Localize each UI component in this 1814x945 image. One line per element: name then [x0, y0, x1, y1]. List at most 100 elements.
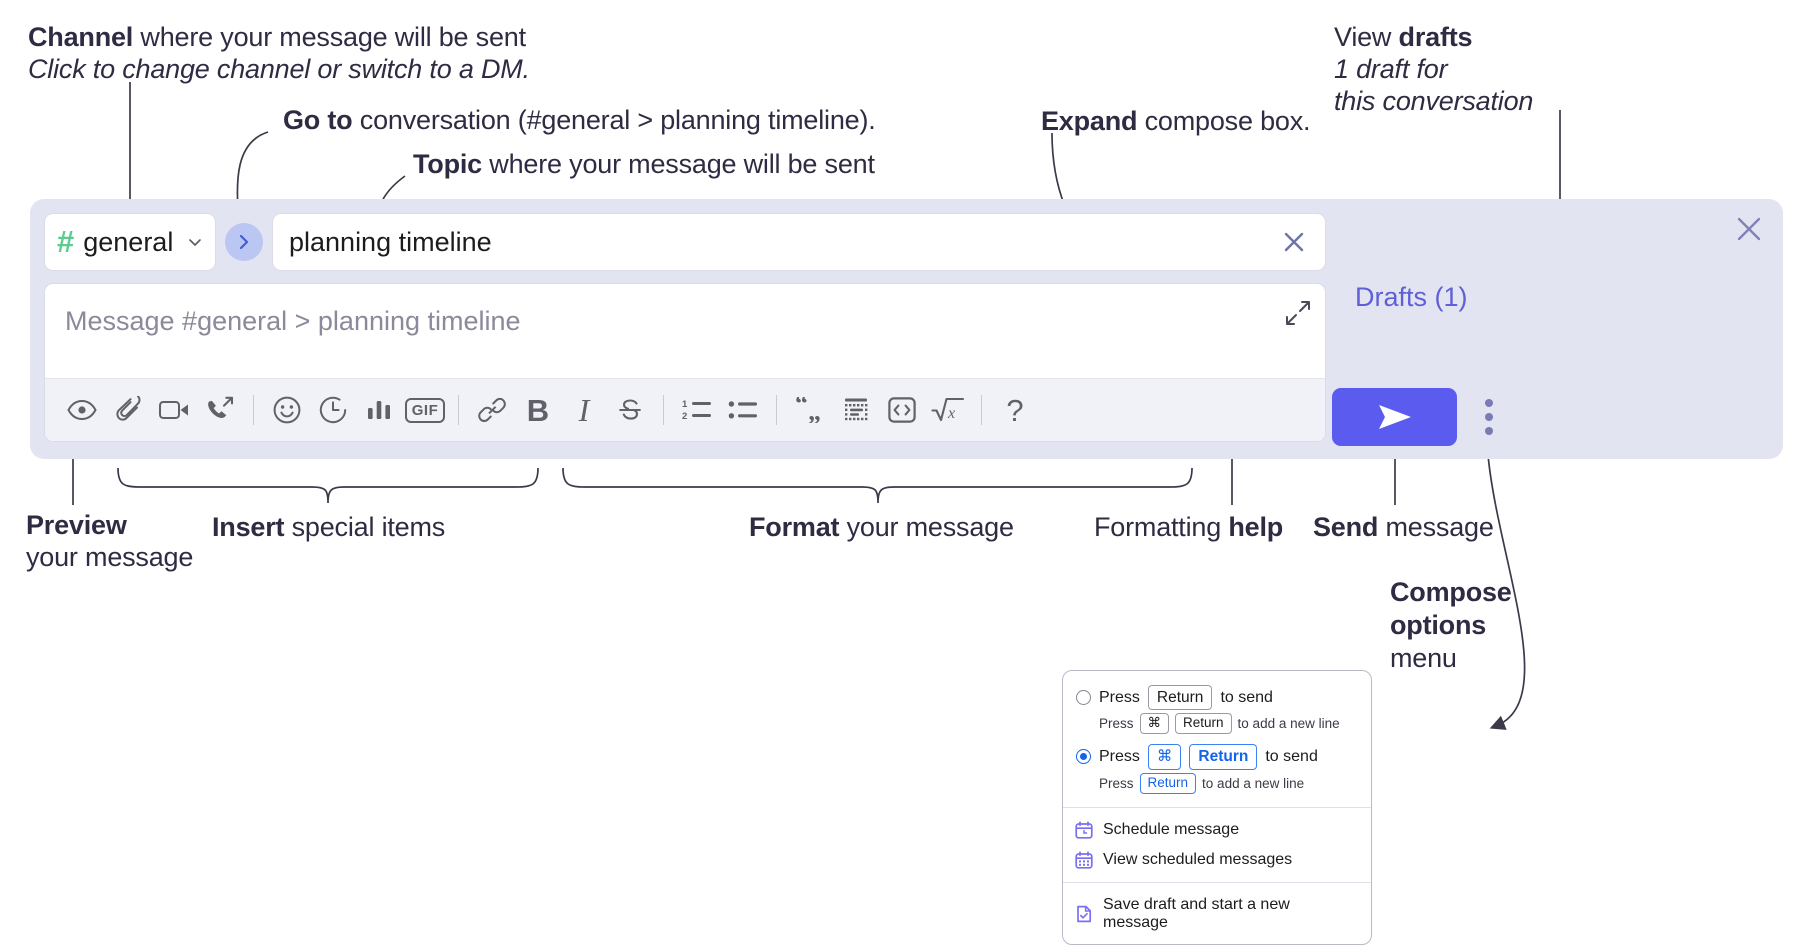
- message-placeholder: Message #general > planning timeline: [65, 306, 521, 336]
- calendar-grid-icon: [1075, 850, 1093, 869]
- code-block-button[interactable]: [879, 387, 925, 433]
- message-input-box[interactable]: Message #general > planning timeline: [44, 283, 1326, 442]
- divider-4: [776, 395, 777, 425]
- menu-item-label: Schedule message: [1103, 820, 1240, 838]
- annotation-send-bold: Send: [1313, 512, 1379, 542]
- radio-label-tail: to send: [1220, 688, 1273, 706]
- annotation-channel-rest: where your message will be sent: [133, 22, 526, 52]
- video-button[interactable]: [151, 387, 197, 433]
- link-icon: [478, 397, 506, 422]
- divider-1: [253, 395, 254, 425]
- send-paper-plane-icon: [1378, 405, 1411, 429]
- annotation-drafts-plain: View: [1334, 22, 1399, 52]
- annotation-compose-options: Compose options menu: [1390, 576, 1512, 675]
- blockquote-button[interactable]: “ „: [787, 387, 833, 433]
- annotation-preview-line2: your message: [26, 541, 194, 572]
- divider-3: [663, 395, 664, 425]
- annotation-drafts-bold: drafts: [1398, 22, 1473, 52]
- clock-icon: [319, 396, 347, 424]
- gif-button[interactable]: GIF: [402, 387, 448, 433]
- annotation-channel-italic: Click to change channel or switch to a D…: [28, 53, 530, 84]
- ordered-list-button[interactable]: 1 2: [674, 387, 720, 433]
- formatting-toolbar: GIF B I: [45, 378, 1325, 441]
- menu-subtext-2: Press Return to add a new line: [1063, 772, 1371, 800]
- menu-item-schedule-message[interactable]: Schedule message: [1063, 815, 1371, 845]
- subtext-tail: to add a new line: [1202, 775, 1305, 791]
- annotation-preview-bold: Preview: [26, 510, 127, 540]
- key-command: ⌘: [1147, 744, 1182, 770]
- math-button[interactable]: x: [925, 387, 971, 433]
- divider-5: [981, 395, 982, 425]
- annotation-drafts-italic1: 1 draft for: [1334, 53, 1448, 84]
- phone-outgoing-icon: [208, 396, 234, 418]
- link-button[interactable]: [469, 387, 515, 433]
- strikethrough-button[interactable]: [607, 387, 653, 433]
- help-button[interactable]: ?: [992, 387, 1038, 433]
- menu-item-view-scheduled-messages[interactable]: View scheduled messages: [1063, 845, 1371, 875]
- topic-field[interactable]: planning timeline: [272, 213, 1326, 271]
- menu-subtext-1: Press ⌘ Return to add a new line: [1063, 712, 1371, 740]
- menu-item-label: View scheduled messages: [1103, 850, 1293, 868]
- chevron-down-icon: [189, 239, 201, 246]
- code-block-icon: [888, 397, 916, 423]
- menu-divider: [1063, 806, 1371, 808]
- bullet-list-button[interactable]: [720, 387, 766, 433]
- close-icon[interactable]: [1277, 225, 1311, 259]
- annotation-goto: Go to conversation (#general > planning …: [283, 105, 876, 137]
- annotation-insert: Insert special items: [212, 512, 445, 544]
- annotation-format: Format your message: [749, 512, 1014, 544]
- menu-radio-return-to-send[interactable]: Press Return to send: [1063, 681, 1371, 712]
- more-vertical-dot: [1485, 399, 1493, 407]
- menu-radio-cmd-return-to-send[interactable]: Press ⌘ Return to send: [1063, 740, 1371, 771]
- ordered-list-icon: 1 2: [682, 399, 711, 422]
- code-inline-icon: [845, 398, 868, 421]
- subtext-press: Press: [1099, 716, 1134, 732]
- preview-button[interactable]: [59, 387, 105, 433]
- poll-button[interactable]: [356, 387, 402, 433]
- italic-button[interactable]: I: [561, 387, 607, 433]
- goto-conversation-button[interactable]: [225, 223, 263, 261]
- compose-options-button[interactable]: [1479, 395, 1499, 439]
- compose-options-menu: Press Return to send Press ⌘ Return to a…: [1062, 670, 1372, 945]
- reminder-button[interactable]: [310, 387, 356, 433]
- emoji-button[interactable]: [264, 387, 310, 433]
- bold-button[interactable]: B: [515, 387, 561, 433]
- document-check-icon: [1077, 905, 1092, 922]
- annotation-format-rest: your message: [839, 512, 1014, 542]
- code-button[interactable]: [833, 387, 879, 433]
- send-button[interactable]: [1332, 388, 1457, 446]
- key-return: Return: [1189, 744, 1258, 770]
- gif-label: GIF: [404, 397, 446, 423]
- radio-unselected-icon: [1076, 690, 1091, 706]
- annotation-insert-rest: special items: [284, 512, 446, 542]
- annotation-help: Formatting help: [1094, 512, 1283, 544]
- key-return: Return: [1139, 772, 1197, 794]
- annotation-drafts-italic2: this conversation: [1334, 85, 1534, 116]
- square-root-icon: x: [931, 397, 965, 422]
- annotation-help-bold: help: [1228, 512, 1284, 542]
- annotation-topic-rest: where your message will be sent: [482, 149, 875, 179]
- eye-icon: [67, 399, 97, 421]
- radio-label-press: Press: [1099, 747, 1140, 765]
- drafts-link[interactable]: Drafts (1): [1355, 282, 1468, 312]
- annotation-topic-bold: Topic: [413, 149, 482, 179]
- annotation-preview: Preview your message: [26, 510, 193, 574]
- attach-button[interactable]: [105, 387, 151, 433]
- annotation-topic: Topic where your message will be sent: [413, 149, 875, 181]
- chevron-right-icon: [239, 234, 249, 250]
- menu-item-save-draft[interactable]: Save draft and start a new message: [1063, 890, 1371, 938]
- annotation-expand-rest: compose box.: [1137, 106, 1311, 136]
- subtext-tail: to add a new line: [1237, 716, 1340, 732]
- strikethrough-icon: [619, 399, 641, 420]
- key-return: Return: [1175, 713, 1232, 735]
- close-icon[interactable]: [1733, 213, 1765, 245]
- calendar-clock-icon: [1075, 820, 1093, 839]
- expand-icon[interactable]: [1285, 300, 1311, 326]
- annotation-goto-rest: conversation (#general > planning timeli…: [352, 105, 876, 135]
- channel-picker[interactable]: # general: [44, 213, 216, 271]
- annotation-goto-bold: Go to: [283, 105, 353, 135]
- huddle-button[interactable]: [197, 387, 243, 433]
- radio-selected-icon: [1076, 749, 1091, 765]
- annotation-channel-bold: Channel: [28, 22, 134, 52]
